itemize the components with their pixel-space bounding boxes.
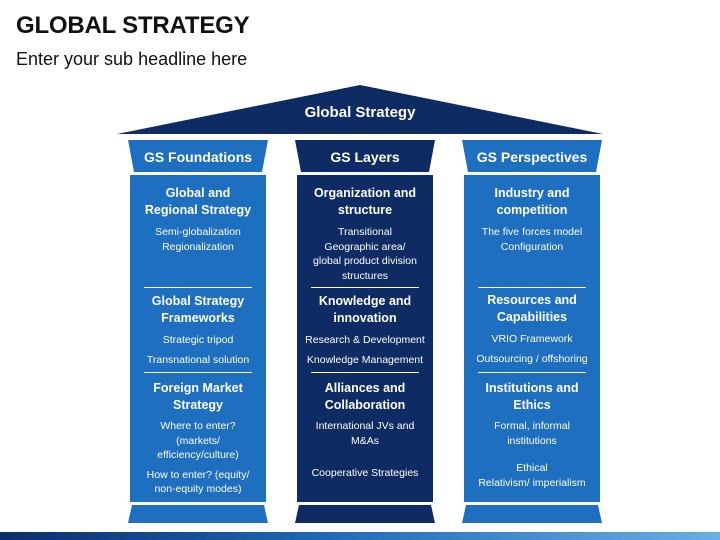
pillar-section: Resources and Capabilities VRIO Framewor… bbox=[464, 292, 600, 366]
section-item: global product division bbox=[313, 255, 417, 267]
pillar-foundations: Global and Regional Strategy Semi-global… bbox=[130, 175, 266, 502]
section-item: International JVs and bbox=[315, 420, 415, 432]
section-divider bbox=[478, 287, 586, 288]
base-layers bbox=[295, 505, 435, 523]
section-item: The five forces model bbox=[481, 226, 583, 238]
section-item: Knowledge Management bbox=[306, 353, 424, 366]
capital-foundations bbox=[128, 140, 268, 172]
section-item: Transnational solution bbox=[146, 353, 250, 366]
section-divider bbox=[478, 372, 586, 373]
pillar-section: Global Strategy Frameworks Strategic tri… bbox=[130, 293, 266, 367]
section-item: Regionalization bbox=[162, 240, 234, 253]
section-title: Resources and Capabilities bbox=[487, 293, 577, 324]
section-item: Research & Development bbox=[305, 334, 425, 346]
capital-perspectives bbox=[462, 140, 602, 172]
pillar-layers: Organization and structure Transitional … bbox=[297, 175, 433, 502]
section-item: (markets/ bbox=[176, 434, 220, 447]
section-title: Global Strategy Frameworks bbox=[151, 294, 245, 325]
base-perspectives bbox=[462, 505, 602, 523]
section-title: Industry and competition bbox=[494, 186, 570, 217]
section-title: Alliances and Collaboration bbox=[324, 381, 406, 412]
capital-layers bbox=[295, 140, 435, 172]
slide-subtitle: Enter your sub headline here bbox=[16, 49, 248, 69]
column-header-foundations: GS Foundations bbox=[143, 149, 253, 165]
section-item: Ethical bbox=[516, 462, 548, 474]
pillar-section: Knowledge and innovation Research & Deve… bbox=[297, 293, 433, 367]
column-header-perspectives: GS Perspectives bbox=[476, 149, 588, 165]
section-title: Global and Regional Strategy bbox=[144, 186, 252, 217]
pillar-section: Foreign Market Strategy Where to enter? … bbox=[130, 380, 266, 497]
section-item: non-equity modes) bbox=[154, 483, 242, 495]
section-title: Institutions and Ethics bbox=[485, 381, 579, 412]
section-item: structures bbox=[341, 269, 389, 282]
column-header-layers: GS Layers bbox=[330, 149, 400, 165]
bottom-accent-bar bbox=[0, 532, 720, 540]
roof-shape bbox=[117, 85, 603, 134]
section-item: Semi-globalization bbox=[155, 226, 241, 238]
section-item: Cooperative Strategies bbox=[311, 467, 419, 479]
section-divider bbox=[311, 372, 419, 373]
section-item: How to enter? (equity/ bbox=[146, 468, 250, 481]
roof-label: Global Strategy bbox=[304, 104, 416, 121]
section-item: Formal, informal bbox=[494, 420, 570, 432]
section-item: Where to enter? bbox=[160, 420, 236, 432]
section-item: VRIO Framework bbox=[491, 333, 573, 345]
pillar-section: Global and Regional Strategy Semi-global… bbox=[130, 185, 266, 254]
section-item: Transitional bbox=[338, 226, 392, 238]
base-foundations bbox=[128, 505, 268, 523]
section-divider bbox=[144, 372, 252, 373]
section-item: efficiency/culture) bbox=[157, 449, 239, 461]
section-title: Knowledge and innovation bbox=[318, 294, 412, 325]
section-title: Foreign Market Strategy bbox=[153, 381, 243, 412]
pillar-section: Organization and structure Transitional … bbox=[297, 185, 433, 283]
pillar-section: Alliances and Collaboration Internationa… bbox=[297, 380, 433, 481]
section-item: Strategic tripod bbox=[162, 334, 234, 346]
section-item: institutions bbox=[507, 434, 557, 447]
pillar-perspectives: Industry and competition The five forces… bbox=[464, 175, 600, 502]
section-item: Geographic area/ bbox=[324, 240, 406, 253]
slide-title: GLOBAL STRATEGY bbox=[16, 12, 250, 39]
section-item: M&As bbox=[350, 434, 379, 447]
section-divider bbox=[311, 287, 419, 288]
pillar-section: Industry and competition The five forces… bbox=[464, 185, 600, 254]
section-item: Relativism/ imperialism bbox=[478, 476, 586, 489]
section-divider bbox=[144, 287, 252, 288]
section-item: Outsourcing / offshoring bbox=[476, 352, 588, 365]
pillar-section: Institutions and Ethics Formal, informal… bbox=[464, 380, 600, 490]
section-title: Organization and structure bbox=[313, 186, 417, 217]
section-item: Configuration bbox=[500, 240, 564, 253]
